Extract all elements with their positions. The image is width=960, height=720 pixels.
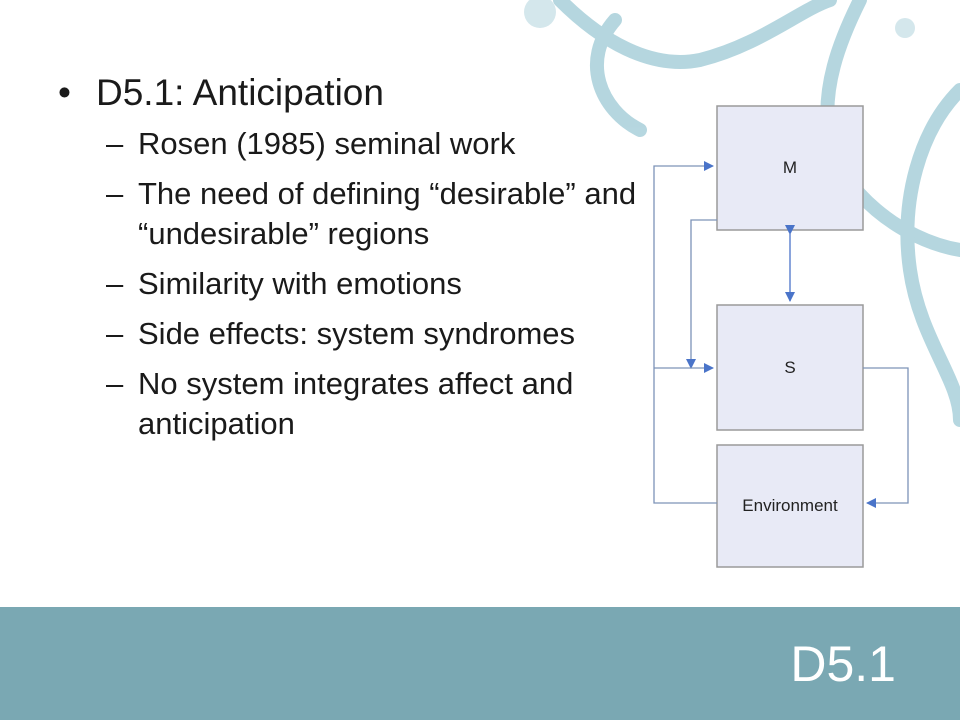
dash-icon: – <box>106 366 124 401</box>
box-s <box>716 304 864 431</box>
footer-title: D5.1 <box>790 636 896 692</box>
arrow-s-to-env <box>863 367 909 508</box>
footer-band: D5.1 <box>0 607 960 720</box>
anticipation-diagram: M S Environment <box>653 105 909 568</box>
box-environment <box>716 444 864 568</box>
sub-bullet: –Rosen (1985) seminal work <box>58 124 638 164</box>
bullet-dot-icon: • <box>58 72 71 113</box>
box-s-label: S <box>784 358 795 377</box>
main-bullet: • D5.1: Anticipation <box>58 72 638 114</box>
box-m <box>716 105 864 231</box>
sub-bullet: –Similarity with emotions <box>58 264 638 304</box>
arrow-m-to-s <box>686 219 717 369</box>
sub-bullet: –Side effects: system syndromes <box>58 314 638 354</box>
sub-bullet: –No system integrates affect and anticip… <box>106 366 574 441</box>
box-environment-label: Environment <box>742 496 838 515</box>
dash-icon: – <box>106 266 124 301</box>
dash-icon: – <box>106 126 124 161</box>
sub-bullet: –The need of defining “desirable” and “u… <box>106 176 637 251</box>
slide-content: • D5.1: Anticipation –Rosen (1985) semin… <box>58 72 638 454</box>
sub-bullet-list: –Rosen (1985) seminal work –The need of … <box>58 124 638 444</box>
box-m-label: M <box>783 158 797 177</box>
main-bullet-text: D5.1: Anticipation <box>96 72 384 113</box>
dash-icon: – <box>106 316 124 351</box>
dash-icon: – <box>106 176 124 211</box>
arrow-env-to-m <box>653 161 717 504</box>
